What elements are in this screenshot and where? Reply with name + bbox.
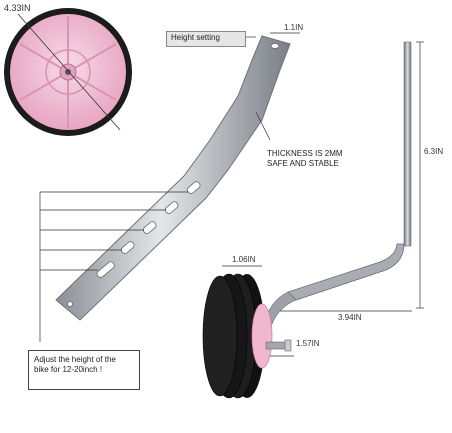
arm-height-label: 6.3IN [424,147,444,156]
height-bracket [55,35,291,321]
thickness-line-1: THICKNESS IS 2MM [267,149,343,158]
height-setting-callout: Height setting [166,31,246,47]
wheel-width-label: 1.06IN [232,255,256,264]
axle-length-label: 1.57IN [296,339,320,348]
height-setting-text: Height setting [171,33,220,42]
adjust-line-1: Adjust the height of the [34,355,116,364]
bracket-width-label: 1.1IN [284,23,304,32]
arm-length-label: 3.94IN [338,313,362,322]
adjust-height-callout: Adjust the height of the bike for 12-20i… [28,350,140,390]
thickness-callout: THICKNESS IS 2MM SAFE AND STABLE [262,146,368,173]
wheel-front-view [4,8,132,136]
training-wheel-assembly [202,41,412,399]
thickness-line-2: SAFE AND STABLE [267,159,339,169]
measurement-lines [39,32,424,357]
adjust-line-2: bike for 12-20inch ! [34,365,103,375]
wheel-diameter-label: 4.33IN [4,3,31,13]
